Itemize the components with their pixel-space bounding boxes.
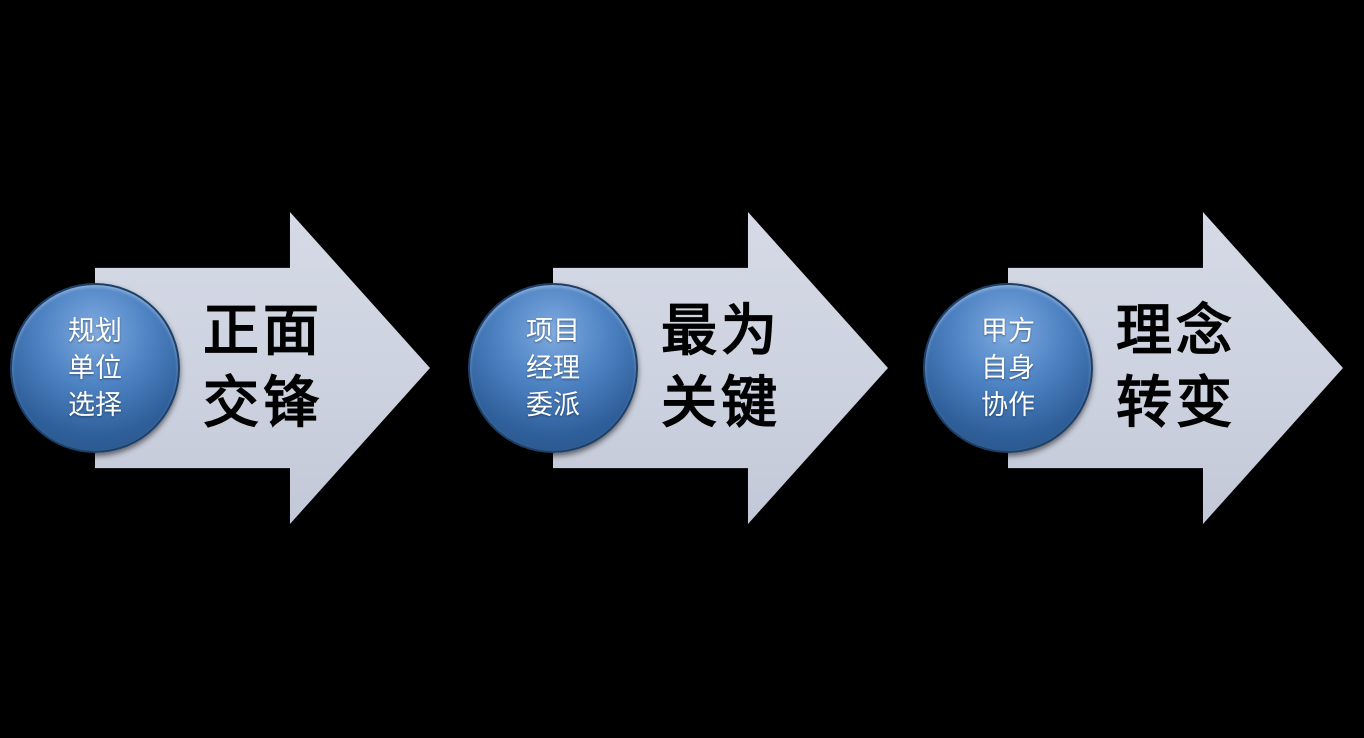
process-step-1: 正面 交锋 规划 单位 选择: [10, 212, 430, 524]
arrow-label: 正面 交锋: [178, 212, 348, 524]
step-circle: 规划 单位 选择: [10, 283, 180, 453]
step-circle: 甲方 自身 协作: [923, 283, 1093, 453]
process-step-3: 理念 转变 甲方 自身 协作: [923, 212, 1343, 524]
arrow-label-text: 最为 关键: [661, 301, 781, 435]
step-circle-text: 项目 经理 委派: [526, 315, 580, 420]
process-step-2: 最为 关键 项目 经理 委派: [468, 212, 888, 524]
arrow-label-text: 正面 交锋: [203, 301, 323, 435]
step-circle: 项目 经理 委派: [468, 283, 638, 453]
step-circle-text: 规划 单位 选择: [68, 315, 122, 420]
arrow-label: 最为 关键: [636, 212, 806, 524]
step-circle-text: 甲方 自身 协作: [981, 315, 1035, 420]
arrow-label: 理念 转变: [1091, 212, 1261, 524]
arrow-label-text: 理念 转变: [1116, 301, 1236, 435]
